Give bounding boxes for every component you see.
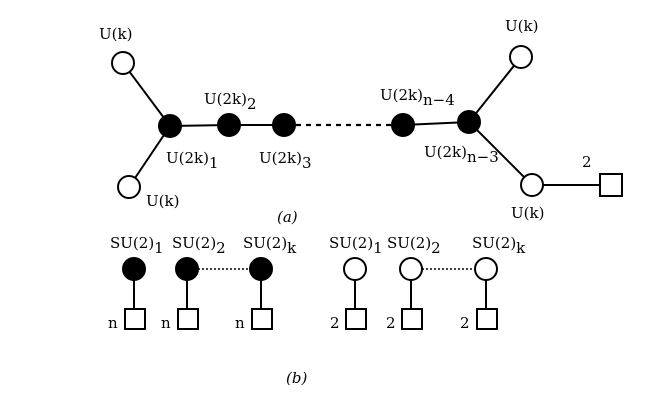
flavor-node-a <box>599 173 623 197</box>
node-u-2k-3 <box>272 113 296 137</box>
flavor-right-2 <box>401 308 423 330</box>
label-right-su2-2: SU(2)2 <box>387 234 441 257</box>
label-u-k-top-left: U(k) <box>99 25 132 43</box>
label-right-flavor-2: 2 <box>386 314 396 332</box>
flavor-left-k <box>251 308 273 330</box>
label-left-su2-2: SU(2)2 <box>172 234 226 257</box>
label-right-su2-k: SU(2)k <box>472 234 526 257</box>
flavor-left-2 <box>177 308 199 330</box>
flavor-right-1 <box>345 308 367 330</box>
label-u-k-bottom-right: U(k) <box>511 204 544 222</box>
label-u-2k-n-3: U(2k)n−3 <box>424 143 499 166</box>
label-left-flavor-k: n <box>235 314 245 332</box>
label-u-2k-n-4: U(2k)n−4 <box>380 86 455 109</box>
node-u-k-bottom-right <box>520 173 544 197</box>
node-u-k-top-left <box>111 51 135 75</box>
flavor-left-1 <box>124 308 146 330</box>
node-u-2k-1 <box>158 114 182 138</box>
label-right-flavor-k: 2 <box>460 314 470 332</box>
node-left-su2-k <box>249 257 273 281</box>
label-u-2k-1: U(2k)1 <box>166 149 219 172</box>
label-flavor-a: 2 <box>582 153 592 171</box>
label-left-su2-1: SU(2)1 <box>110 234 164 257</box>
label-right-flavor-1: 2 <box>330 314 340 332</box>
node-u-2k-n-3 <box>457 110 481 134</box>
edge-c5-tr <box>468 56 522 123</box>
node-u-k-top-right <box>509 45 533 69</box>
node-right-su2-2 <box>399 257 423 281</box>
label-left-flavor-2: n <box>161 314 171 332</box>
edge-bl-c1 <box>128 125 171 188</box>
node-right-su2-k <box>474 257 498 281</box>
node-left-su2-2 <box>175 257 199 281</box>
caption-a: (a) <box>277 208 298 226</box>
quiver-b: SU(2)1 SU(2)2 SU(2)k n n n SU(2)1 SU(2)2… <box>108 234 526 387</box>
edge-tl-c1 <box>122 62 171 127</box>
node-u-2k-n-4 <box>391 113 415 137</box>
label-right-su2-1: SU(2)1 <box>329 234 383 257</box>
label-left-flavor-1: n <box>108 314 118 332</box>
node-u-2k-2 <box>217 113 241 137</box>
label-left-su2-k: SU(2)k <box>243 234 297 257</box>
node-u-k-bottom-left <box>117 175 141 199</box>
quiver-a: U(k) U(k) U(2k)1 U(2k)2 U(2k)3 U(2k)n−4 … <box>99 17 623 226</box>
flavor-right-k <box>476 308 498 330</box>
node-left-su2-1 <box>122 257 146 281</box>
label-u-k-top-right: U(k) <box>505 17 538 35</box>
node-right-su2-1 <box>343 257 367 281</box>
label-u-k-bottom-left: U(k) <box>146 192 179 210</box>
label-u-2k-3: U(2k)3 <box>259 149 312 172</box>
edge-c5-br <box>468 121 533 186</box>
label-u-2k-2: U(2k)2 <box>204 90 257 113</box>
caption-b: (b) <box>286 369 307 387</box>
